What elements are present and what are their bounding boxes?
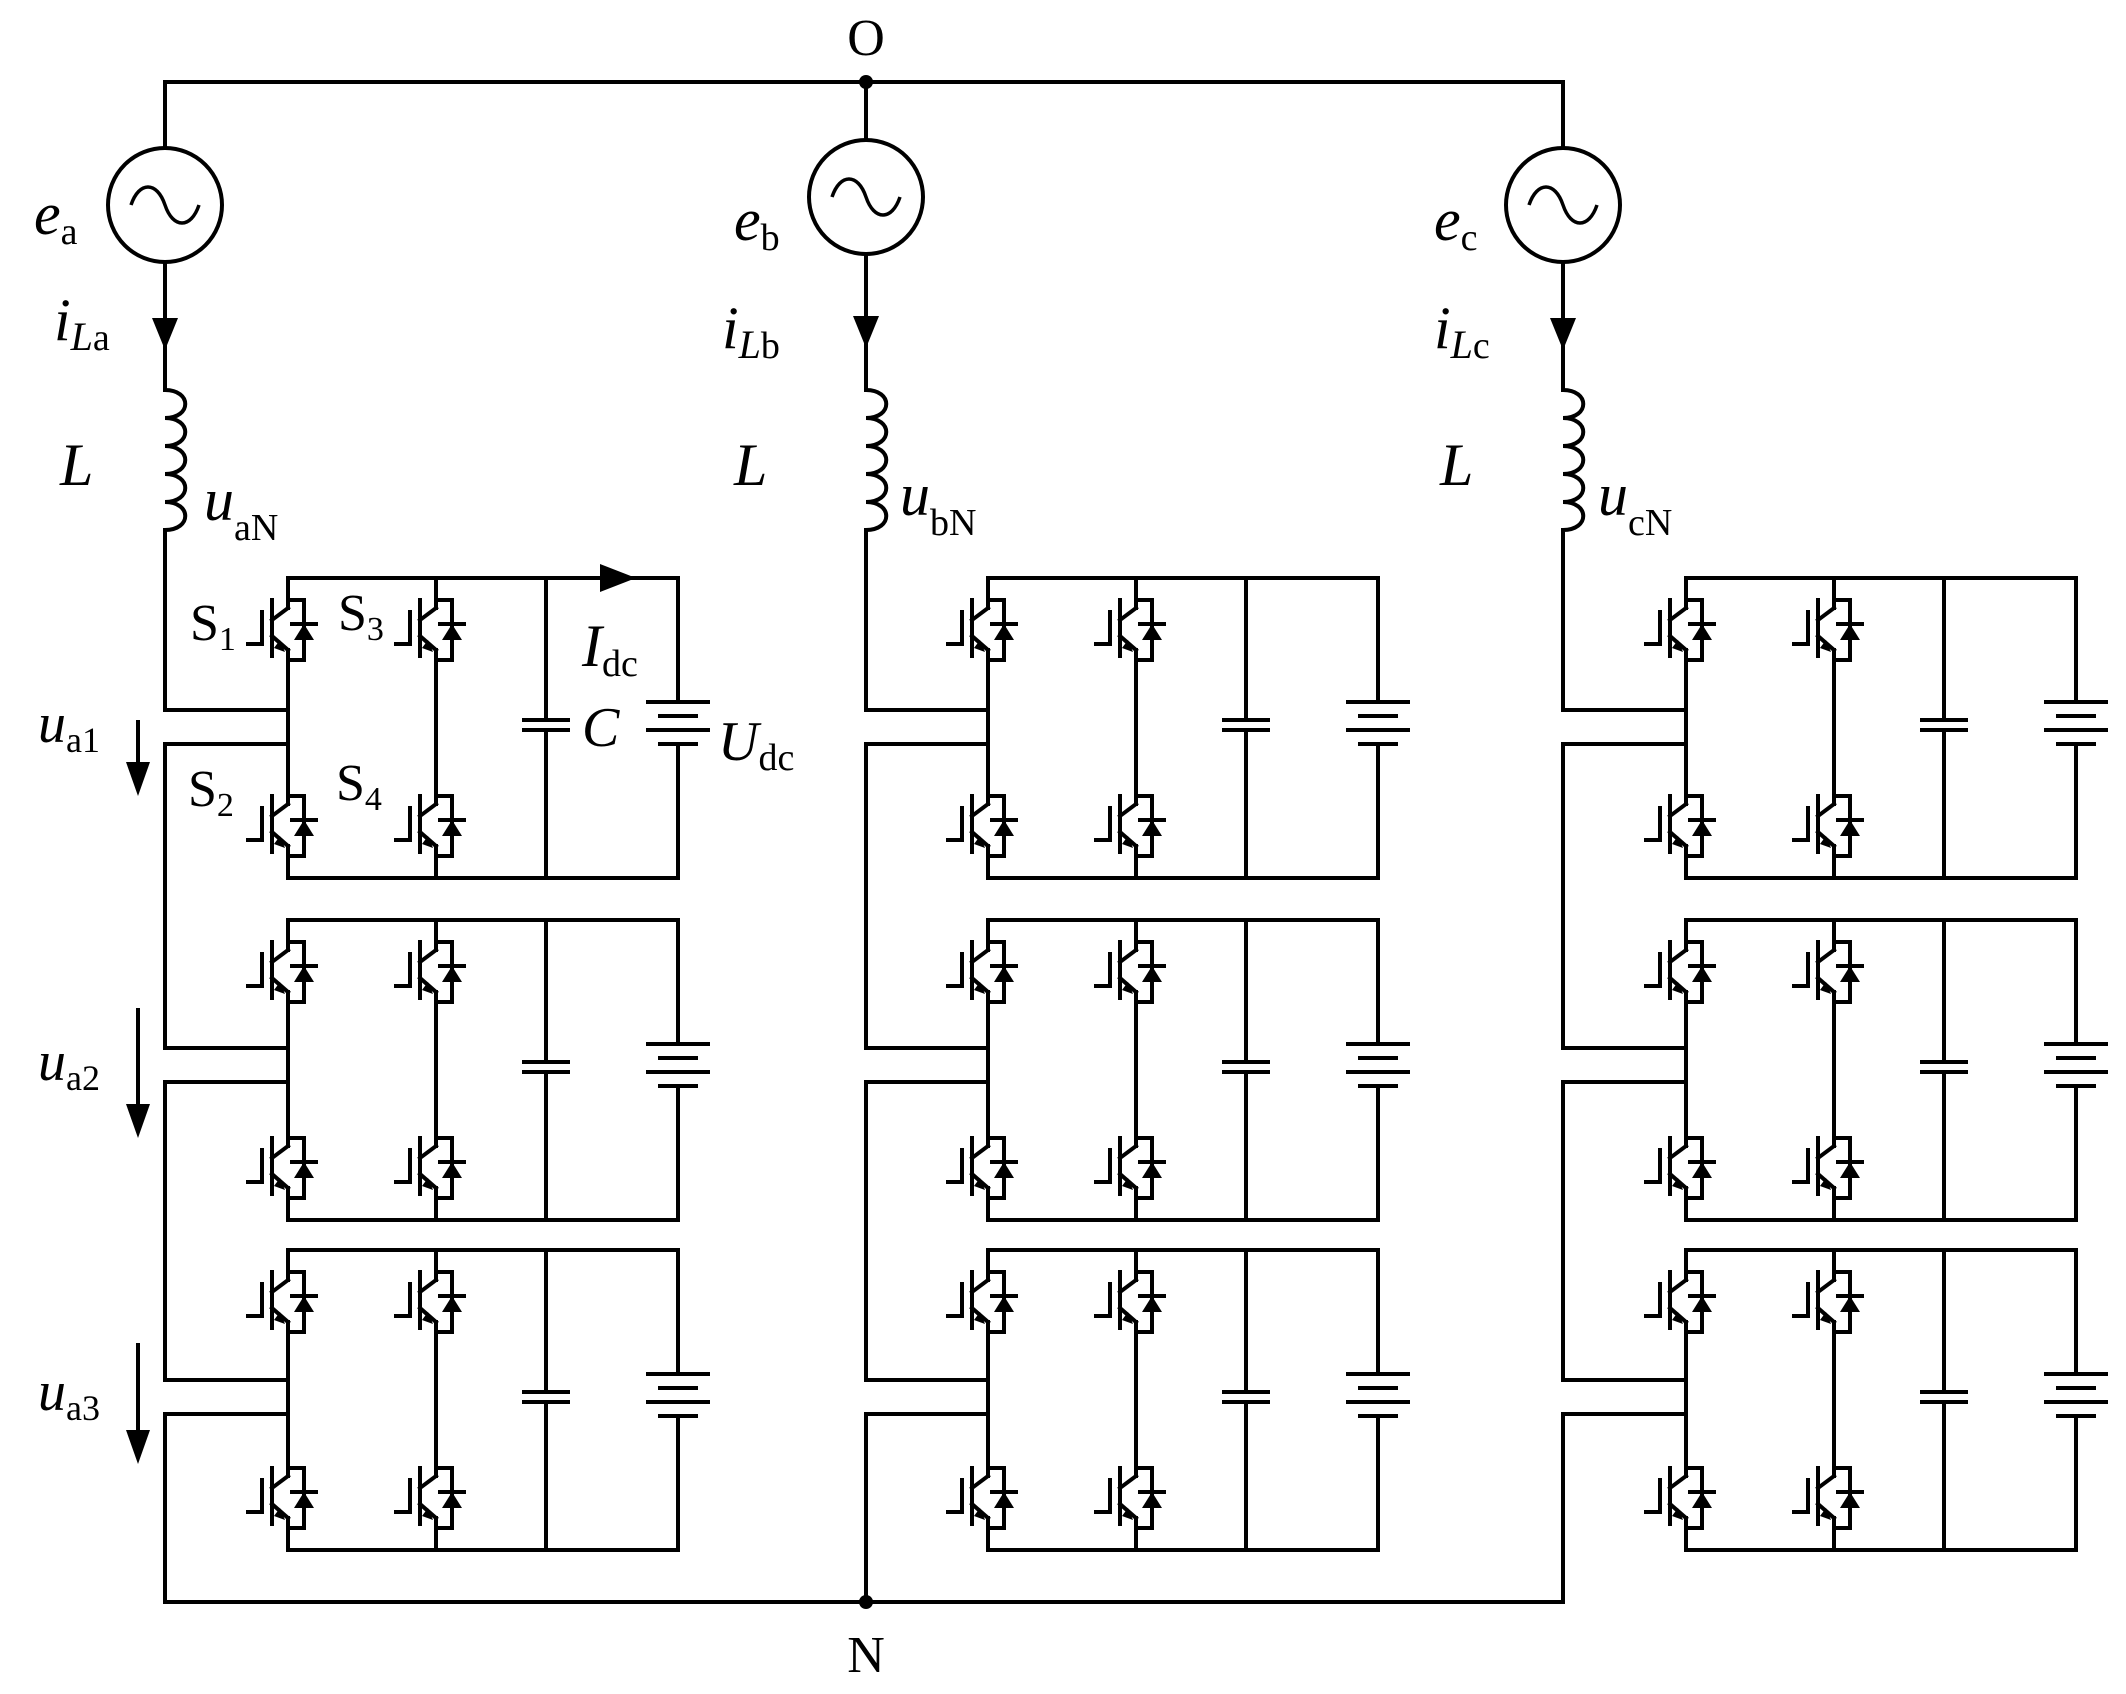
cell-a1: [248, 578, 708, 878]
inductor-a-label: L: [59, 432, 93, 498]
current-c-label: iLc: [1434, 295, 1490, 367]
dc-voltage-label: Udc: [718, 711, 794, 779]
voltage-a3-label: ua3: [38, 1361, 100, 1428]
emf-b-label: eb: [734, 187, 780, 259]
cell-c1: [1646, 578, 2106, 878]
current-a-label: iLa: [54, 287, 110, 359]
node-o-label: O: [847, 10, 885, 67]
switch-s4-label: S4: [336, 755, 382, 818]
cell-c3: [1646, 1250, 2106, 1550]
current-b-label: iLb: [722, 295, 780, 367]
cell-a3: [248, 1250, 708, 1550]
voltage-a1-label: ua1: [38, 693, 100, 760]
phase-a: ea iLa L uaN ua1 ua2 ua3: [34, 80, 794, 1604]
voltage-a2-label: ua2: [38, 1031, 100, 1098]
voltage-an-label: uaN: [204, 467, 278, 549]
dc-current-arrow-icon: [600, 564, 636, 592]
switch-s2-label: S2: [188, 761, 234, 824]
phase-b: eb iLb L ubN: [722, 80, 1408, 1604]
node-n-label: N: [847, 1627, 885, 1684]
cell-a2: [248, 920, 708, 1220]
cell-c2: [1646, 920, 2106, 1220]
inductor-c-label: L: [1439, 432, 1473, 498]
cell-b2: [948, 920, 1408, 1220]
current-arrow-a-icon: [152, 318, 178, 350]
current-arrow-b-icon: [853, 316, 879, 348]
switch-s3-label: S3: [338, 585, 384, 648]
dc-current-label: Idc: [581, 613, 638, 685]
emf-a-label: ea: [34, 181, 78, 253]
capacitor-label: C: [582, 697, 620, 759]
cell-b3: [948, 1250, 1408, 1550]
voltage-bn-label: ubN: [900, 462, 976, 544]
switch-s1-label: S1: [190, 595, 236, 658]
voltage-cn-label: ucN: [1598, 462, 1672, 544]
phase-c: ec iLc L ucN: [1434, 80, 2106, 1604]
voltage-a1-arrow-icon: [126, 762, 150, 796]
cell-b1: [948, 578, 1408, 878]
voltage-a3-arrow-icon: [126, 1430, 150, 1464]
current-arrow-c-icon: [1550, 318, 1576, 350]
voltage-a2-arrow-icon: [126, 1104, 150, 1138]
emf-c-label: ec: [1434, 187, 1478, 259]
inductor-b-label: L: [733, 432, 767, 498]
